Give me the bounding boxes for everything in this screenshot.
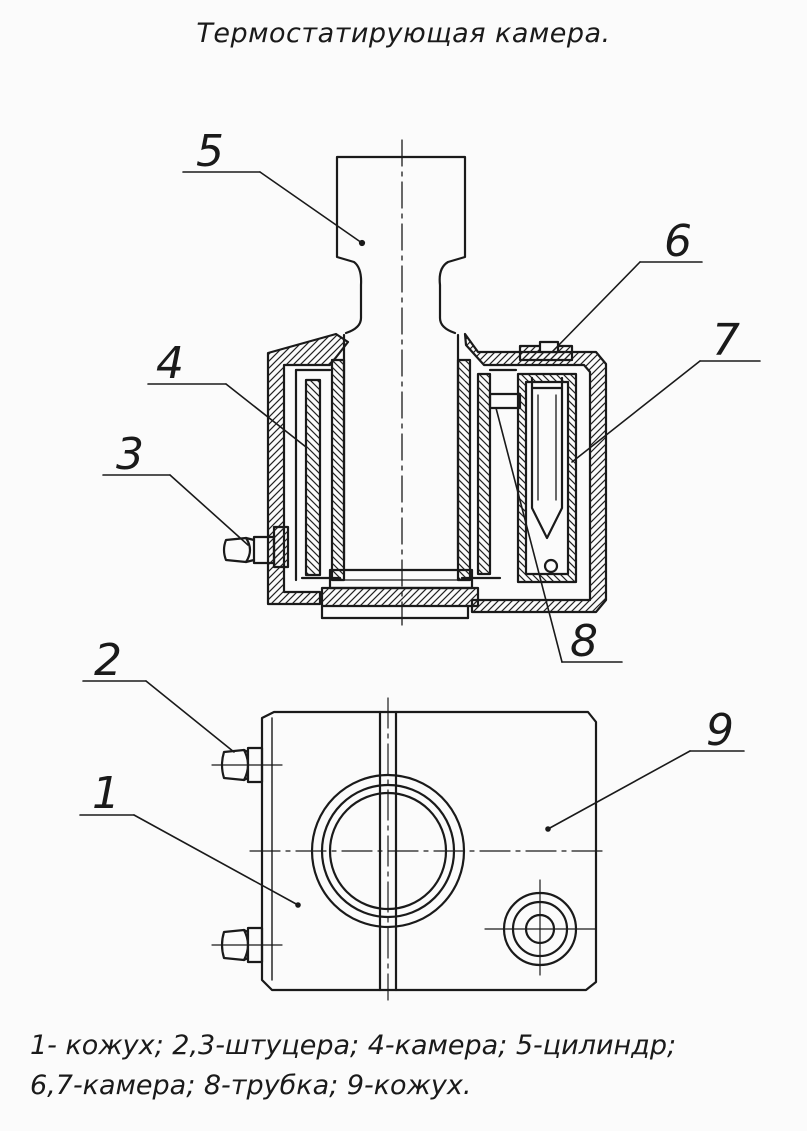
chamber-4-walls	[294, 358, 518, 582]
thermo-chamber-6-7	[516, 340, 578, 584]
label-6: 6	[664, 216, 692, 267]
label-8: 8	[570, 616, 598, 667]
leader-lines	[79, 171, 761, 908]
caption-line-1: 1- кожух; 2,3-штуцера; 4-камера; 5-цилин…	[30, 1030, 677, 1061]
tube-8	[488, 392, 522, 410]
label-9: 9	[706, 705, 734, 756]
fitting-3	[222, 525, 290, 569]
label-5: 5	[196, 126, 224, 177]
fitting-2-upper	[211, 746, 283, 784]
label-2: 2	[94, 635, 122, 686]
label-1: 1	[92, 768, 120, 819]
housing-bottom-view	[249, 697, 606, 1001]
label-3: 3	[116, 429, 144, 480]
cylinder-5	[335, 155, 467, 335]
drawing-title: Термостатирующая камера.	[196, 18, 611, 49]
caption-line-2: 6,7-камера; 8-трубка; 9-кожух.	[30, 1070, 472, 1101]
label-7: 7	[712, 315, 740, 366]
cylinder-flange	[320, 568, 480, 620]
fitting-2-lower	[211, 926, 283, 964]
label-4: 4	[156, 338, 184, 389]
